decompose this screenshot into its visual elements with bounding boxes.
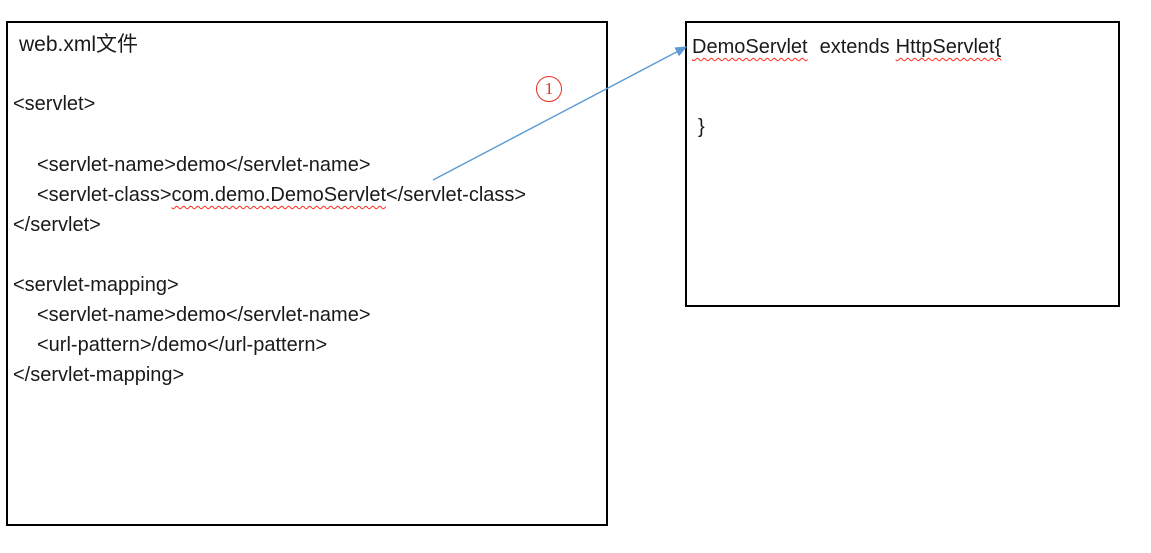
servlet-class-open-tag: <servlet-class> (37, 184, 172, 206)
servlet-mapping-open-tag: <servlet-mapping> (13, 274, 179, 296)
servlet-name-line: <servlet-name>demo</servlet-name> (37, 154, 371, 176)
mapping-servlet-name-line: <servlet-name>demo</servlet-name> (37, 304, 371, 326)
step-number: 1 (544, 79, 554, 98)
closing-brace: } (698, 116, 705, 138)
servlet-mapping-close-tag: </servlet-mapping> (13, 364, 185, 386)
servlet-close-tag: </servlet> (13, 214, 101, 236)
extends-keyword: extends (819, 36, 890, 58)
servlet-class-line: <servlet-class>com.demo.DemoServlet</ser… (37, 183, 526, 207)
url-pattern-line: <url-pattern>/demo</url-pattern> (37, 334, 328, 356)
superclass-name: HttpServlet{ (895, 36, 1002, 58)
servlet-open-tag: <servlet> (13, 93, 96, 115)
webxml-panel: web.xml文件 <servlet> <servlet-name>demo</… (6, 21, 608, 526)
webxml-panel-title: web.xml文件 (19, 33, 139, 56)
servlet-class-value: com.demo.DemoServlet (171, 184, 387, 206)
servlet-class-close-tag: </servlet-class> (386, 184, 527, 206)
class-name: DemoServlet (692, 36, 808, 58)
step-1-annotation: 1 (536, 76, 562, 102)
